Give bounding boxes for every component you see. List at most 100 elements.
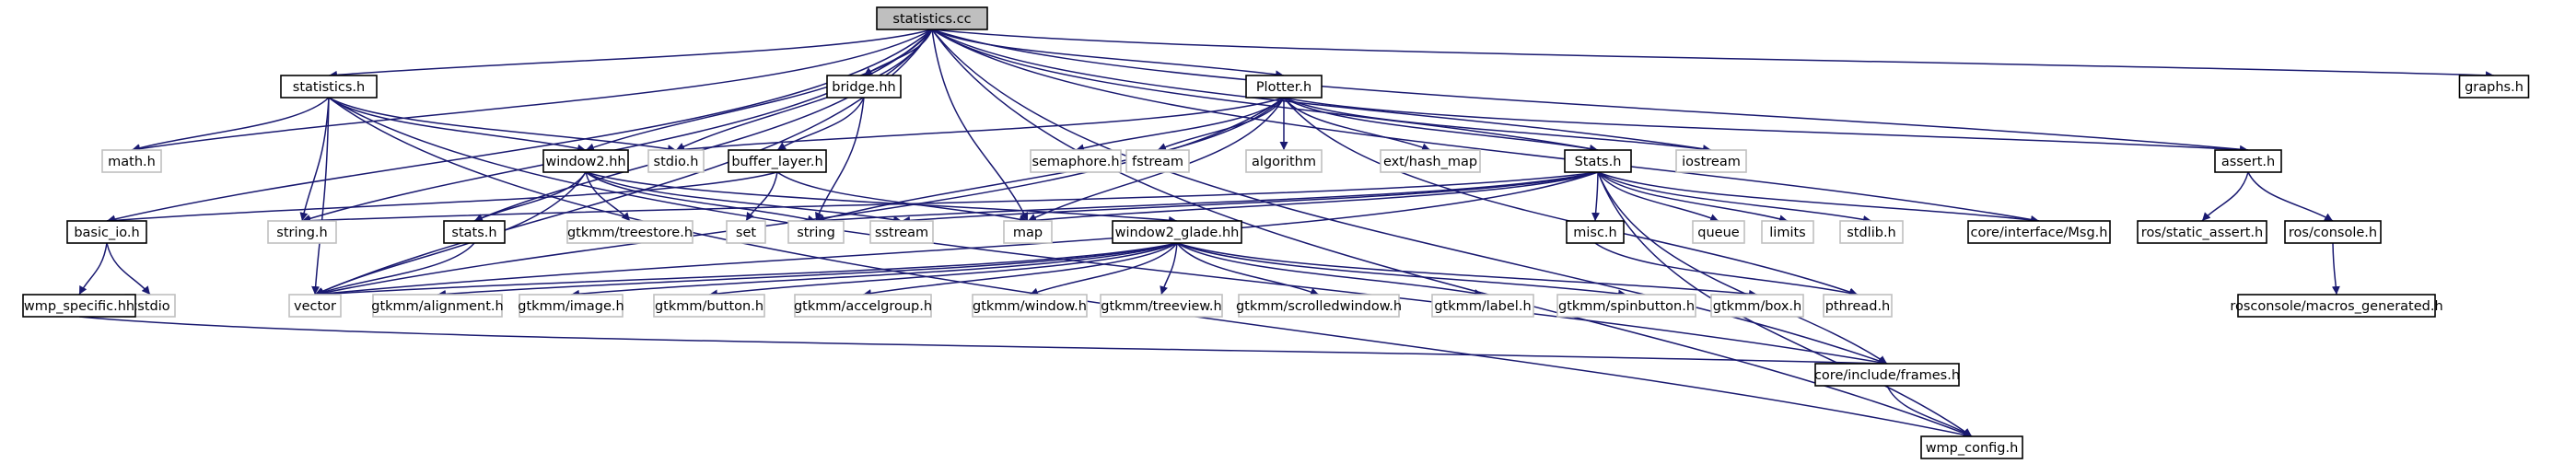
node-algorithm-label: algorithm (1252, 155, 1316, 169)
edge-window2-glade-hh-to-vector (314, 242, 1178, 298)
node-fstream-box (1125, 149, 1190, 173)
node-ext-hash-map-box (1380, 149, 1481, 173)
node-buffer-layer-h[interactable]: buffer_layer.h (728, 149, 827, 173)
node-stats-h[interactable]: stats.h (443, 220, 506, 244)
node-statistics-cc-box (876, 6, 988, 30)
nodes-layer: statistics.cc statistics.h bridge.hh Plotte… (22, 6, 2530, 459)
node-gtkmm-box-h-label: gtkmm/box.h (1713, 299, 1801, 314)
node-ext-hash-map-label: ext/hash_map (1383, 155, 1477, 169)
node-rosconsole-macros-generated-h[interactable]: rosconsole/macros_generated.h (2230, 294, 2443, 318)
node-sstream-label: sstream (875, 226, 928, 240)
node-stats-h-cap[interactable]: Stats.h (1564, 149, 1632, 173)
edge-window2-glade-hh-to-gtkmm-box-h (1176, 242, 1758, 298)
node-gtkmm-button-h: gtkmm/button.h (653, 294, 765, 318)
node-buffer-layer-h-label: buffer_layer.h (731, 155, 822, 169)
node-core-include-frames-h[interactable]: core/include/frames.h (1814, 363, 1960, 387)
node-core-include-frames-h-label: core/include/frames.h (1814, 368, 1960, 383)
node-gtkmm-alignment-h-label: gtkmm/alignment.h (371, 299, 503, 314)
edge-stats-h-cap-to-string-h (301, 171, 1599, 226)
node-wmp-specific-hh-box (22, 294, 136, 318)
node-ros-static-assert-h-box (2137, 220, 2267, 244)
node-core-interface-msg-h-box (1967, 220, 2111, 244)
node-wmp-specific-hh-label: wmp_specific.hh (24, 299, 134, 314)
node-string-box (787, 220, 845, 244)
node-gtkmm-alignment-h: gtkmm/alignment.h (371, 294, 504, 318)
node-stdio-h: stdio.h (647, 149, 705, 173)
edge-stats-h-cap-to-misc-h (1591, 171, 1601, 222)
node-ros-console-h[interactable]: ros/console.h (2284, 220, 2382, 244)
node-misc-h-label: misc.h (1573, 226, 1616, 240)
node-iostream: iostream (1675, 149, 1747, 173)
node-plotter-h-box (1245, 75, 1323, 99)
node-queue: queue (1692, 220, 1745, 244)
node-ros-static-assert-h-label: ros/static_assert.h (2141, 226, 2263, 240)
edge-statistics-h-to-core-include-frames-h (328, 97, 1888, 366)
node-limits: limits (1761, 220, 1814, 244)
edge-statistics-cc-to-stats-h (473, 29, 933, 222)
edge-window2-glade-hh-to-gtkmm-image-h (570, 242, 1178, 298)
node-stats-h-label: stats.h (451, 226, 496, 240)
node-buffer-layer-h-box (728, 149, 827, 173)
node-wmp-specific-hh[interactable]: wmp_specific.hh (22, 294, 136, 318)
node-gtkmm-image-h-box (519, 294, 624, 318)
edge-statistics-cc-to-wmp-config-h (931, 29, 1973, 437)
edge-window2-hh-to-string (585, 171, 817, 224)
node-string-label: string (797, 226, 835, 240)
node-core-interface-msg-h-label: core/interface/Msg.h (1971, 226, 2108, 240)
node-basic-io-h[interactable]: basic_io.h (66, 220, 147, 244)
node-gtkmm-scrolledwindow-h-box (1238, 294, 1400, 318)
node-gtkmm-spinbutton-h: gtkmm/spinbutton.h (1556, 294, 1696, 318)
edge-statistics-cc-to-statistics-h (328, 29, 933, 79)
node-wmp-config-h-label: wmp_config.h (1926, 441, 2019, 456)
edge-stats-h-to-vector (314, 242, 475, 296)
node-graphs-h[interactable]: graphs.h (2458, 75, 2530, 99)
edge-statistics-h-to-vector (311, 97, 330, 296)
node-stdlib-h-label: stdlib.h (1847, 226, 1896, 240)
node-vector: vector (288, 294, 342, 318)
node-window2-glade-hh-box (1112, 220, 1242, 244)
edge-buffer-layer-h-to-basic-io-h (106, 171, 778, 225)
edge-buffer-layer-h-to-set (745, 171, 778, 222)
edge-window2-glade-hh-to-gtkmm-label-h (1176, 242, 1484, 297)
node-semaphore-h: semaphore.h (1030, 149, 1122, 173)
edge-window2-glade-hh-to-gtkmm-spinbutton-h (1176, 242, 1627, 298)
edge-plotter-h-to-stdio-h (675, 97, 1285, 154)
node-statistics-cc[interactable]: statistics.cc (876, 6, 988, 30)
node-misc-h-box (1566, 220, 1625, 244)
node-bridge-hh[interactable]: bridge.hh (826, 75, 902, 99)
node-window2-hh-label: window2.hh (545, 155, 625, 169)
node-assert-h[interactable]: assert.h (2214, 149, 2282, 173)
node-gtkmm-treeview-h: gtkmm/treeview.h (1100, 294, 1223, 318)
node-statistics-h[interactable]: statistics.h (280, 75, 378, 99)
edge-window2-hh-to-window2-glade-hh (585, 171, 1178, 225)
edge-basic-io-h-to-cstdio (106, 242, 151, 296)
node-gtkmm-alignment-h-box (372, 294, 503, 318)
node-misc-h[interactable]: misc.h (1566, 220, 1625, 244)
node-basic-io-h-label: basic_io.h (74, 226, 139, 240)
edge-window2-glade-hh-to-gtkmm-window-h (1029, 242, 1178, 296)
node-core-interface-msg-h[interactable]: core/interface/Msg.h (1967, 220, 2111, 244)
node-map: map (1003, 220, 1053, 244)
node-plotter-h[interactable]: Plotter.h (1245, 75, 1323, 99)
node-wmp-config-h[interactable]: wmp_config.h (1920, 435, 2023, 459)
node-ros-static-assert-h[interactable]: ros/static_assert.h (2137, 220, 2267, 244)
node-sstream: sstream (869, 220, 934, 244)
edge-stats-h-cap-to-sstream (901, 171, 1599, 225)
node-set: set (726, 220, 766, 244)
edge-misc-h-to-pthread-h (1594, 242, 1859, 297)
node-fstream-label: fstream (1132, 155, 1183, 169)
edge-window2-glade-hh-to-gtkmm-treeview-h (1160, 242, 1178, 296)
node-window2-glade-hh[interactable]: window2_glade.hh (1112, 220, 1242, 244)
node-vector-box (288, 294, 342, 318)
node-semaphore-h-label: semaphore.h (1032, 155, 1119, 169)
node-gtkmm-window-h-box (972, 294, 1088, 318)
node-window2-hh[interactable]: window2.hh (542, 149, 629, 173)
edge-buffer-layer-h-to-map (776, 171, 1029, 224)
node-pthread-h-label: pthread.h (1825, 299, 1891, 314)
node-stdlib-h-box (1839, 220, 1904, 244)
node-gtkmm-image-h: gtkmm/image.h (518, 294, 624, 318)
node-set-box (726, 220, 766, 244)
edge-statistics-h-to-string-h (299, 97, 330, 222)
edge-assert-h-to-ros-static-assert-h (2201, 171, 2249, 222)
